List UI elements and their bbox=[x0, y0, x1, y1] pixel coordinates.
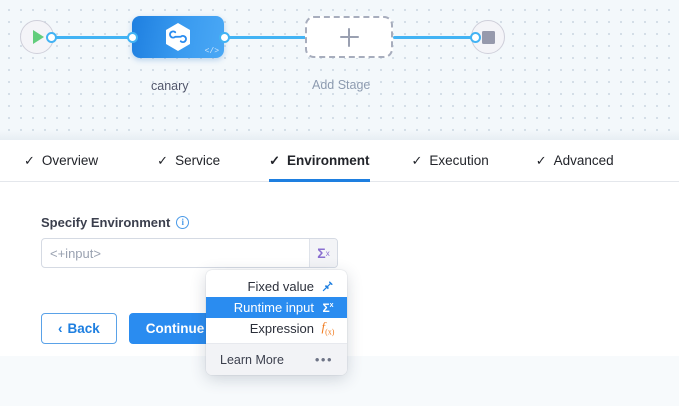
start-node-port[interactable] bbox=[46, 32, 57, 43]
tab-environment-label: Environment bbox=[287, 153, 370, 168]
chevron-left-icon: ‹ bbox=[58, 321, 63, 336]
add-stage-node[interactable] bbox=[305, 16, 393, 58]
plus-icon-vertical bbox=[347, 27, 351, 47]
environment-input[interactable] bbox=[42, 239, 309, 267]
dropdown-item-fixed-value[interactable]: Fixed value bbox=[206, 276, 347, 297]
code-icon: </> bbox=[204, 47, 219, 56]
fx-icon: f(x) bbox=[321, 319, 335, 337]
stage-node-canary[interactable]: </> bbox=[132, 16, 224, 58]
sigma-glyph: Σ bbox=[317, 245, 326, 261]
environment-input-wrapper[interactable]: Σx bbox=[41, 238, 338, 268]
check-icon: ✓ bbox=[535, 153, 547, 168]
tab-environment[interactable]: ✓ Environment bbox=[269, 140, 370, 182]
stop-icon bbox=[481, 30, 495, 44]
pin-icon bbox=[321, 280, 335, 294]
dropdown-footer[interactable]: Learn More ••• bbox=[206, 343, 347, 375]
tab-service-label: Service bbox=[175, 153, 221, 168]
specify-environment-label: Specify Environment i bbox=[41, 215, 190, 230]
harness-hexagon-icon bbox=[166, 23, 190, 51]
learn-more-link[interactable]: Learn More bbox=[220, 352, 284, 367]
sigma-sup: x bbox=[325, 248, 330, 258]
stage-node-label: canary bbox=[151, 79, 189, 93]
tab-execution-label: Execution bbox=[429, 153, 489, 168]
tab-service[interactable]: ✓ Service bbox=[157, 140, 220, 181]
tab-advanced[interactable]: ✓ Advanced bbox=[536, 140, 614, 181]
edge-start-to-stage bbox=[50, 36, 142, 39]
dropdown-item-expression-label: Expression bbox=[249, 321, 314, 336]
dropdown-item-expression[interactable]: Expression f(x) bbox=[206, 318, 347, 339]
tab-advanced-label: Advanced bbox=[553, 153, 614, 168]
dropdown-item-runtime-input-label: Runtime input bbox=[233, 300, 314, 315]
tab-overview-label: Overview bbox=[41, 153, 99, 168]
tab-overview[interactable]: ✓ Overview bbox=[24, 140, 98, 181]
back-button-label: Back bbox=[67, 321, 100, 336]
end-node-port[interactable] bbox=[470, 32, 481, 43]
stage-tabs: ✓ Overview ✓ Service ✓ Environment ✓ Exe… bbox=[0, 140, 679, 182]
info-icon[interactable]: i bbox=[176, 216, 190, 229]
edge-stage-to-addstage bbox=[224, 36, 306, 39]
sigma-icon: Σx bbox=[322, 300, 334, 315]
check-icon: ✓ bbox=[157, 153, 169, 168]
check-icon: ✓ bbox=[411, 153, 423, 168]
form-button-row: ‹ Back Continue bbox=[41, 313, 222, 344]
pipeline-start-node[interactable] bbox=[20, 20, 54, 54]
field-label-text: Specify Environment bbox=[41, 215, 171, 230]
play-icon bbox=[33, 30, 44, 44]
back-button[interactable]: ‹ Back bbox=[41, 313, 117, 344]
continue-button-label: Continue bbox=[145, 321, 205, 336]
dropdown-items: Fixed value Runtime input Σx Expression … bbox=[206, 270, 347, 343]
dropdown-item-runtime-input[interactable]: Runtime input Σx bbox=[206, 297, 347, 318]
edge-addstage-to-end bbox=[393, 36, 475, 39]
pipeline-canvas[interactable]: </> canary Add Stage bbox=[0, 0, 679, 140]
continue-button[interactable]: Continue bbox=[128, 313, 222, 344]
add-stage-label: Add Stage bbox=[312, 78, 371, 92]
check-icon: ✓ bbox=[269, 153, 280, 168]
dropdown-item-fixed-value-label: Fixed value bbox=[247, 279, 314, 294]
check-icon: ✓ bbox=[24, 153, 35, 168]
input-type-dropdown[interactable]: Fixed value Runtime input Σx Expression … bbox=[206, 270, 347, 375]
more-options-icon[interactable]: ••• bbox=[314, 352, 333, 367]
stage-node-input-port[interactable] bbox=[127, 32, 138, 43]
stage-node-output-port[interactable] bbox=[219, 32, 230, 43]
tab-execution[interactable]: ✓ Execution bbox=[412, 140, 489, 181]
